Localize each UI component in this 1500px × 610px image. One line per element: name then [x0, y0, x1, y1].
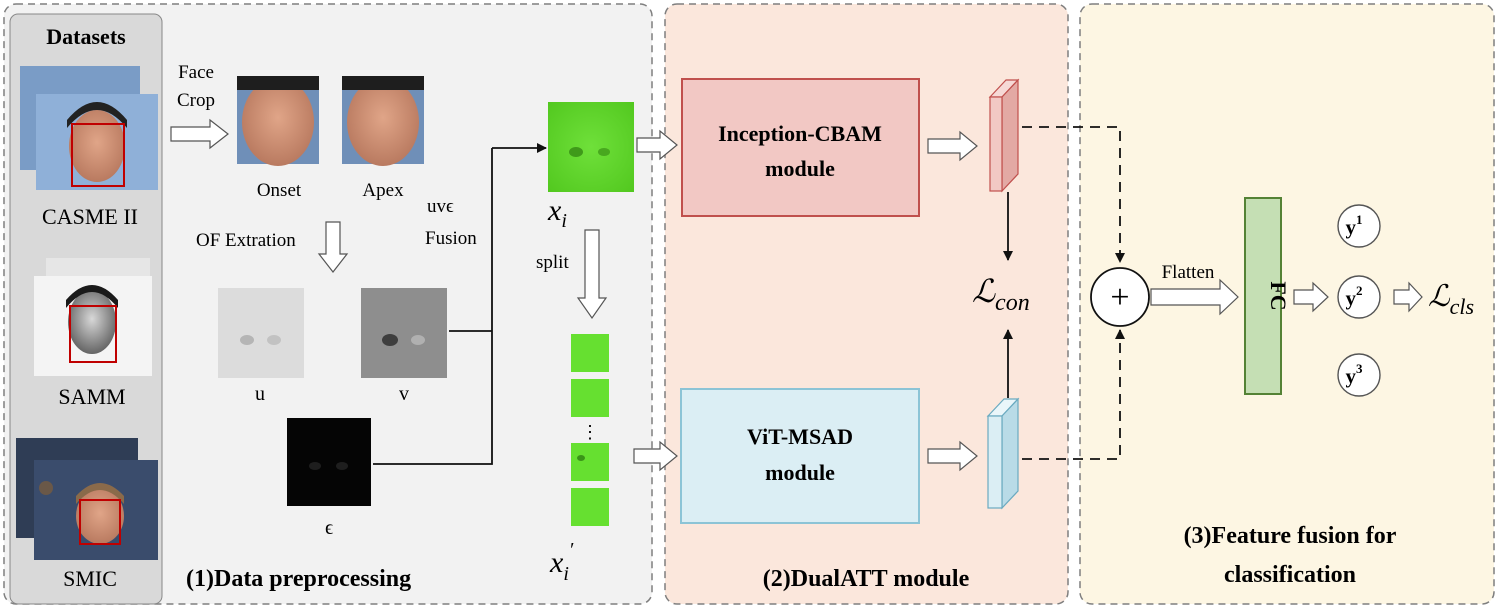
patch-4 [571, 488, 609, 526]
xi-fused-image [548, 102, 634, 192]
fc-label: FC [1266, 281, 1291, 310]
epsilon-to-fusion-line [373, 148, 493, 465]
patch-3 [571, 443, 609, 481]
inception-label-2: module [765, 156, 835, 181]
fusion-label-2: Fusion [425, 228, 477, 249]
samm-image-stack [34, 258, 152, 376]
xi-prime-label: xi′ [549, 539, 574, 585]
output-y3: y3 [1337, 353, 1381, 397]
output-y1: y1 [1337, 204, 1381, 248]
v-label: v [399, 383, 409, 405]
patch-ellipsis: ⋮ [581, 422, 599, 442]
panel-fusion-bg [1079, 3, 1495, 605]
fusion-title-2: classification [1224, 562, 1356, 588]
inception-cbam-module [681, 78, 920, 217]
onset-frame-image [237, 76, 319, 166]
vit-to-feature-arrow [927, 440, 978, 472]
vit-msad-module [680, 388, 920, 524]
lcls-label: ℒcls [1428, 280, 1474, 319]
casme-image-stack [20, 66, 158, 190]
vit-label-2: module [765, 460, 835, 485]
apex-label: Apex [362, 180, 404, 201]
u-label: u [255, 383, 265, 405]
svg-text:y2: y2 [1346, 283, 1363, 310]
dualatt-title: (2)DualATT module [763, 566, 970, 592]
dataset-casme-label: CASME II [42, 204, 138, 229]
fusion-title-1: (3)Feature fusion for [1184, 523, 1397, 549]
onset-label: Onset [257, 180, 302, 201]
preprocessing-title: (1)Data preprocessing [186, 566, 411, 592]
panel-preprocessing-bg [3, 3, 653, 605]
of-extraction-arrow [317, 221, 349, 273]
xi-label: xi [547, 194, 567, 232]
u-flow-image [218, 288, 304, 378]
epsilon-flow-image [287, 418, 371, 506]
lcon-label: ℒcon [972, 273, 1030, 316]
flatten-label: Flatten [1162, 262, 1215, 283]
fc-to-outputs-arrow [1293, 281, 1329, 313]
face-crop-label-1: Face [178, 62, 214, 83]
fc-layer [1244, 197, 1282, 395]
output-y2: y2 [1337, 275, 1381, 319]
inception-feature-slab [988, 78, 1020, 193]
smic-image-stack [16, 438, 158, 560]
of-extraction-label: OF Extration [196, 230, 296, 251]
face-crop-label-2: Crop [177, 90, 215, 111]
patch-1 [571, 334, 609, 372]
fusion-add-node [1090, 267, 1150, 327]
split-arrow [576, 229, 608, 320]
apex-frame-image [342, 76, 424, 166]
dataset-smic-label: SMIC [63, 566, 117, 591]
svg-text:y3: y3 [1346, 361, 1364, 388]
inception-to-feature-arrow [927, 130, 978, 162]
datasets-title: Datasets [46, 24, 126, 49]
vit-label-1: ViT-MSAD [747, 424, 853, 449]
patch-2 [571, 379, 609, 417]
inception-label-1: Inception-CBAM [718, 121, 882, 146]
plus-symbol: + [1110, 279, 1129, 316]
v-flow-image [361, 288, 447, 378]
svg-text:y1: y1 [1346, 212, 1363, 239]
patches-to-vit-arrow [633, 440, 678, 472]
vit-feature-slab [986, 397, 1020, 510]
inception-to-fusion-dashed [1022, 126, 1125, 263]
dataset-samm-label: SAMM [58, 384, 125, 409]
split-label: split [536, 252, 569, 273]
face-crop-arrow [170, 118, 229, 150]
fusion-label-1: uvϵ [427, 196, 454, 217]
xi-to-inception-arrow [636, 129, 678, 161]
epsilon-label: ϵ [325, 517, 333, 539]
outputs-to-loss-arrow [1393, 281, 1423, 313]
flatten-arrow [1150, 278, 1239, 316]
